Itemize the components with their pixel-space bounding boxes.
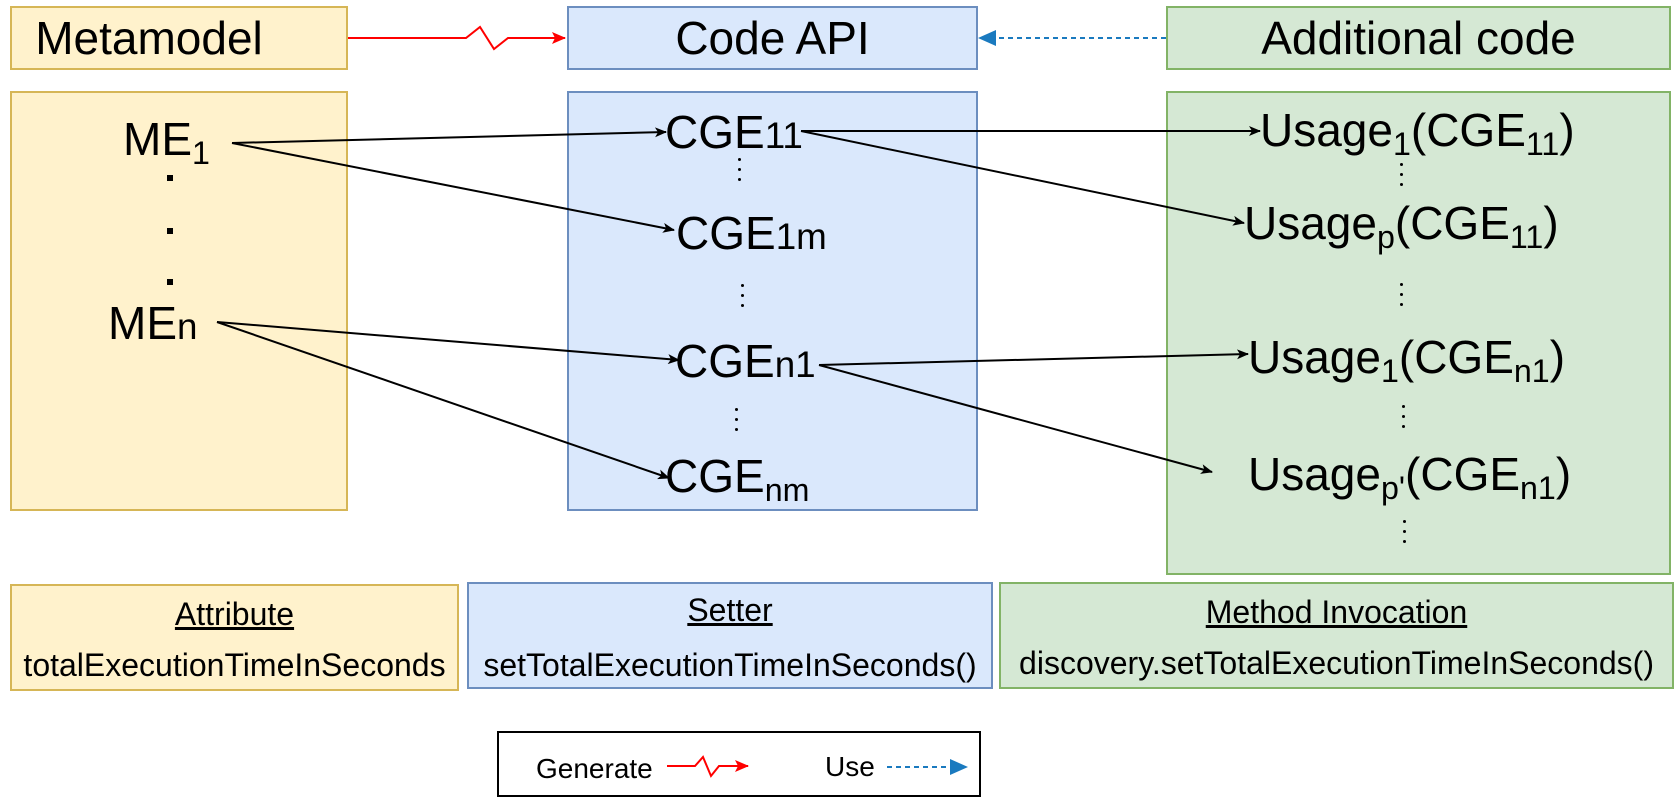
- metamodel-panel: [10, 91, 348, 511]
- code-api-panel: [567, 91, 978, 511]
- usage-name: Usage: [1248, 448, 1381, 500]
- usage-arg: CGE: [1410, 197, 1510, 249]
- usage-subscript: 1: [1392, 126, 1411, 163]
- metamodel-header: Metamodel: [10, 6, 348, 70]
- vertical-ellipsis-dot: [167, 228, 173, 234]
- vertical-ellipsis-dot: [167, 175, 173, 181]
- cge1m-name: CGE: [676, 207, 776, 259]
- metamodel-header-label: Metamodel: [35, 12, 263, 64]
- legend-generate-label: Generate: [536, 753, 653, 784]
- men-to-cgenm-arrow: [216, 321, 670, 480]
- cge-nm: CGEnm: [665, 453, 809, 506]
- me1-to-cge1m-arrow: [231, 142, 675, 233]
- code-api-header-label: Code API: [675, 12, 870, 64]
- method-invocation-value: discovery.setTotalExecutionTimeInSeconds…: [1019, 645, 1654, 681]
- code-api-header: Code API: [567, 6, 978, 70]
- me1-subscript: 1: [192, 135, 210, 172]
- usage-1-cge11: Usage1(CGE11): [1260, 104, 1575, 163]
- legend-use-arrowhead: [950, 759, 968, 775]
- usage-arg-subscript: 11: [1525, 126, 1560, 163]
- usage-subscript: 1: [1380, 353, 1399, 390]
- legend-use-label: Use: [825, 751, 875, 782]
- cge-11: CGE11: [665, 109, 803, 155]
- vertical-ellipsis: [1400, 163, 1403, 193]
- usage-name: Usage: [1260, 104, 1393, 156]
- cgen1-subscript: n1: [774, 344, 816, 385]
- usage-arg: CGE: [1414, 331, 1514, 383]
- attribute-example: Attribute totalExecutionTimeInSeconds: [10, 584, 459, 691]
- vertical-ellipsis: [1402, 405, 1405, 435]
- vertical-ellipsis: [1403, 520, 1406, 550]
- setter-example: Setter setTotalExecutionTimeInSeconds(): [467, 582, 993, 689]
- setter-value: setTotalExecutionTimeInSeconds(): [483, 647, 977, 683]
- cgen1-to-usage1-arrow: [818, 349, 1249, 366]
- men-subscript: n: [177, 306, 198, 347]
- additional-code-header-label: Additional code: [1261, 12, 1576, 64]
- usage-name: Usage: [1244, 197, 1377, 249]
- cgenm-subscript: nm: [764, 472, 810, 509]
- men-to-cgen1-arrow: [216, 321, 680, 365]
- vertical-ellipsis-dot: [167, 279, 173, 285]
- cge11-to-usagep-arrow: [800, 130, 1245, 226]
- cgen1-to-usagep-prime-arrow: [818, 364, 1213, 474]
- usage-arg-subscript: 11: [1509, 219, 1544, 256]
- cgen1-name: CGE: [675, 335, 775, 387]
- usage-p-prime-cgen1: Usagep'(CGEn1): [1248, 448, 1572, 507]
- vertical-ellipsis: [738, 158, 741, 188]
- vertical-ellipsis: [1400, 283, 1403, 313]
- usage-p-cge11: Usagep(CGE11): [1244, 197, 1559, 256]
- setter-title: Setter: [687, 592, 773, 628]
- cge-1m: CGE1m: [676, 210, 827, 256]
- additional-code-panel: [1166, 91, 1671, 575]
- attribute-title: Attribute: [174, 596, 295, 632]
- cge11-subscript: 11: [764, 115, 803, 156]
- additional-code-header: Additional code: [1166, 6, 1671, 70]
- me1-to-cge11-arrow: [231, 127, 667, 144]
- usage-arg-subscript: n1: [1520, 470, 1556, 507]
- me1-name: ME: [123, 113, 192, 165]
- cge11-name: CGE: [665, 106, 765, 158]
- vertical-ellipsis: [735, 408, 738, 438]
- method-invocation-example: Method Invocation discovery.setTotalExec…: [999, 582, 1674, 689]
- cge1m-subscript: 1m: [775, 216, 827, 257]
- use-arrowhead: [978, 30, 996, 46]
- usage-arg: CGE: [1426, 104, 1526, 156]
- generate-arrow: [348, 25, 566, 51]
- usage-subscript: p': [1380, 470, 1406, 507]
- cgenm-name: CGE: [665, 450, 765, 502]
- usage-arg: CGE: [1420, 448, 1521, 500]
- vertical-ellipsis: [741, 284, 744, 314]
- usage-arg-subscript: n1: [1513, 353, 1550, 390]
- usage-name: Usage: [1248, 331, 1381, 383]
- legend: Generate Use: [497, 731, 981, 797]
- attribute-value: totalExecutionTimeInSeconds: [23, 647, 446, 683]
- usage-subscript: p: [1376, 219, 1395, 256]
- method-invocation-title: Method Invocation: [1205, 594, 1468, 630]
- metamodel-element-n: MEn: [108, 300, 197, 346]
- usage-1-cgen1: Usage1(CGEn1): [1248, 331, 1566, 390]
- men-name: ME: [108, 297, 177, 349]
- cge-n1: CGEn1: [675, 338, 816, 384]
- legend-generate-arrow: [667, 755, 749, 778]
- metamodel-element-1: ME1: [123, 116, 210, 169]
